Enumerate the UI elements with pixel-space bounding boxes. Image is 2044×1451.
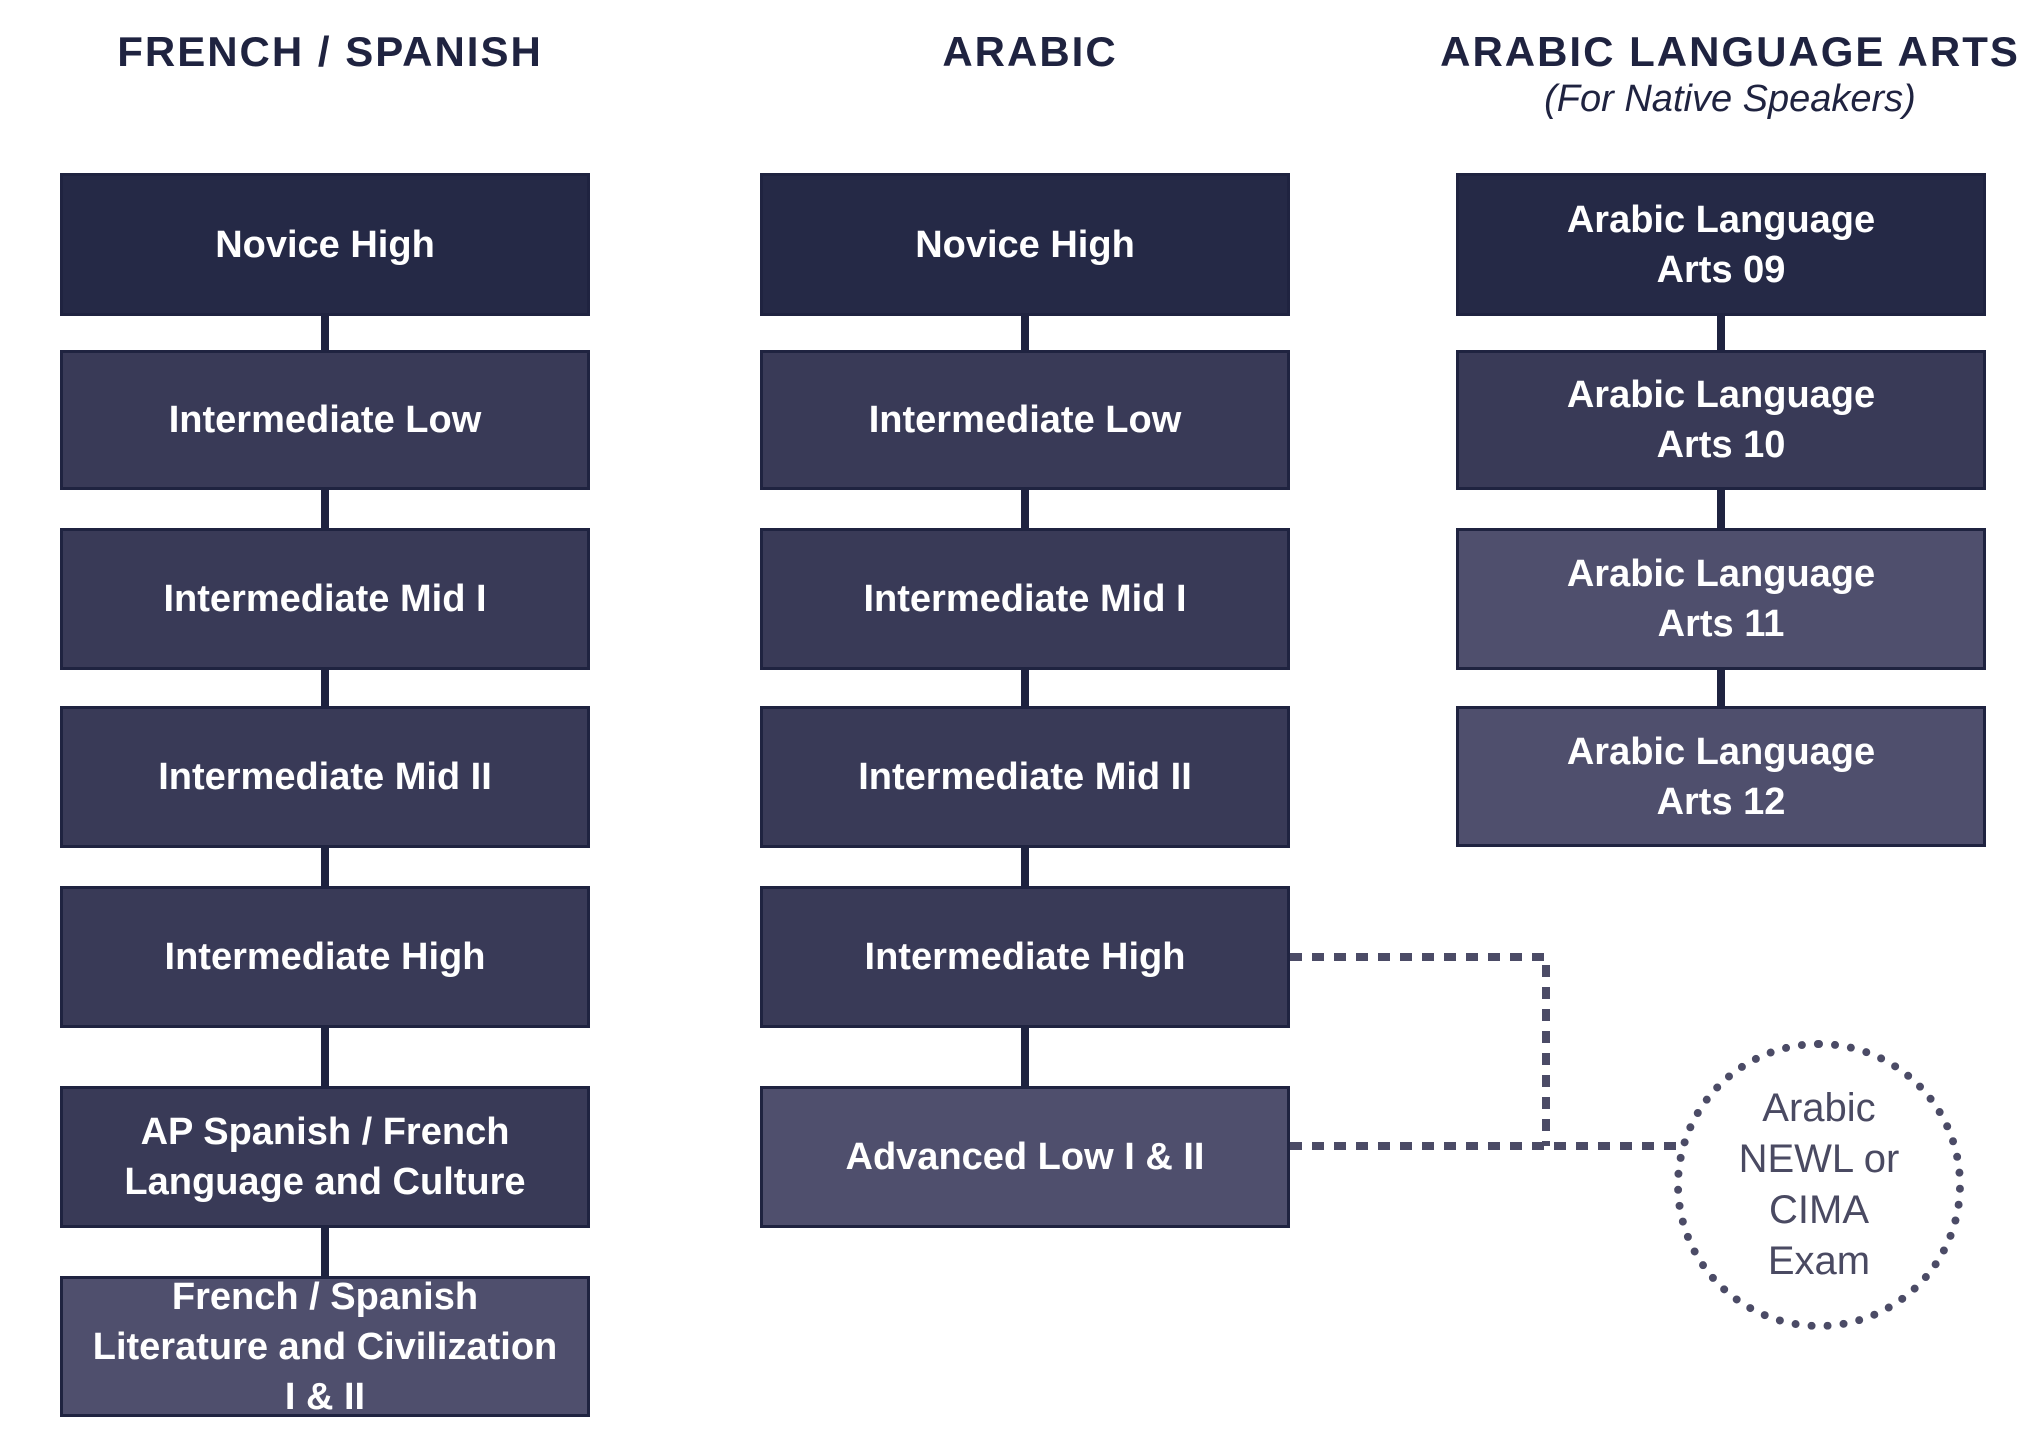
exam-label: Arabic NEWL or CIMA Exam: [1738, 1086, 1900, 1283]
course-box: Intermediate Mid I: [760, 528, 1290, 670]
connector-line: [1717, 490, 1725, 528]
course-label: Arabic Language Arts 11: [1566, 553, 1876, 645]
connector-line: [1021, 316, 1029, 350]
course-label: Intermediate High: [864, 936, 1186, 978]
column-title-french-spanish: FRENCH / SPANISH: [117, 28, 543, 75]
course-label: Intermediate High: [164, 936, 486, 978]
connector-line: [321, 670, 329, 706]
connector-line: [321, 848, 329, 886]
column-title-arabic: ARABIC: [942, 28, 1118, 75]
course-box: Intermediate Mid II: [760, 706, 1290, 848]
connector-line: [1021, 490, 1029, 528]
course-label: Intermediate Mid II: [858, 756, 1192, 798]
course-box: Arabic Language Arts 11: [1456, 528, 1986, 670]
connector-line: [321, 1028, 329, 1086]
course-label: Intermediate Mid I: [163, 578, 487, 620]
course-box: Intermediate Low: [60, 350, 590, 490]
connector-line: [321, 316, 329, 350]
connector-line: [321, 1228, 329, 1276]
course-box: Arabic Language Arts 12: [1456, 706, 1986, 847]
course-box: Intermediate Mid I: [60, 528, 590, 670]
course-label: Arabic Language Arts 09: [1566, 198, 1876, 291]
course-label: Novice High: [215, 223, 435, 266]
dotted-connector-intermediate-high: [1290, 953, 1550, 1146]
course-box: Novice High: [60, 173, 590, 316]
course-label: French / Spanish Literature and Civiliza…: [92, 1275, 558, 1418]
course-box: Novice High: [760, 173, 1290, 316]
course-box: Intermediate Low: [760, 350, 1290, 490]
connector-line: [1717, 316, 1725, 350]
course-label: Intermediate Low: [168, 399, 482, 441]
course-box: Advanced Low I & II: [760, 1086, 1290, 1228]
course-box: Arabic Language Arts 09: [1456, 173, 1986, 316]
connector-line: [1021, 848, 1029, 886]
column-subtitle-native-speakers: (For Native Speakers): [1544, 78, 1916, 120]
course-label: Intermediate Mid II: [158, 756, 492, 798]
connector-line: [1717, 670, 1725, 706]
course-label: Novice High: [915, 223, 1135, 266]
course-label: Arabic Language Arts 12: [1566, 730, 1876, 823]
connector-line: [321, 490, 329, 528]
column-title-arabic-language-arts: ARABIC LANGUAGE ARTS: [1440, 28, 2020, 75]
course-box: Intermediate Mid II: [60, 706, 590, 848]
course-box: Arabic Language Arts 10: [1456, 350, 1986, 490]
course-label: Advanced Low I & II: [845, 1136, 1205, 1178]
exam-circle: Arabic NEWL or CIMA Exam: [1674, 1040, 1964, 1330]
course-box: Intermediate High: [60, 886, 590, 1028]
course-box: AP Spanish / French Language and Culture: [60, 1086, 590, 1228]
course-label: Intermediate Low: [868, 399, 1182, 441]
connector-line: [1021, 1028, 1029, 1086]
connector-line: [1021, 670, 1029, 706]
course-label: Arabic Language Arts 10: [1566, 374, 1876, 466]
course-label: Intermediate Mid I: [863, 578, 1187, 620]
course-label: AP Spanish / French Language and Culture: [124, 1111, 526, 1203]
course-box: Intermediate High: [760, 886, 1290, 1028]
course-box: French / Spanish Literature and Civiliza…: [60, 1276, 590, 1418]
